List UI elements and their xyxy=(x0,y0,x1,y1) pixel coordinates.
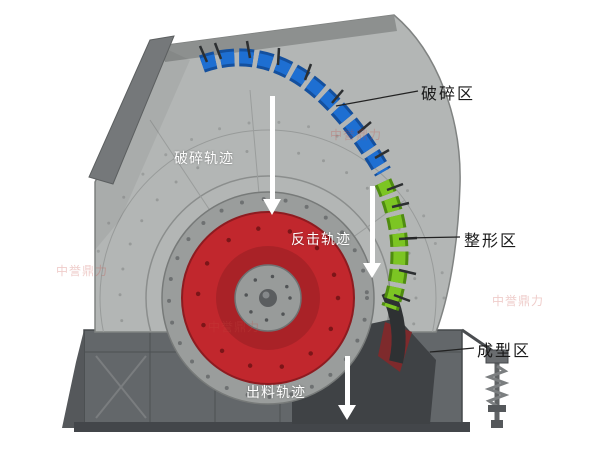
housing-bolt-ring-2 xyxy=(95,120,446,332)
label-impact-trajectory: 反击轨迹 xyxy=(291,231,351,247)
rotor-hammer-pins xyxy=(195,225,341,371)
base-foot-strip xyxy=(74,422,470,432)
feed-chute-plate xyxy=(88,35,175,185)
label-discharge-trajectory: 出料轨迹 xyxy=(246,384,306,400)
leader-forming-zone xyxy=(429,347,475,353)
arrow-discharge-shaft xyxy=(345,356,350,406)
leader-shaping-zone xyxy=(404,236,461,239)
base-left-leg xyxy=(62,330,84,428)
tension-rod-nut xyxy=(485,349,509,364)
housing-left-shade xyxy=(95,46,190,250)
label-shaping-zone: 整形区 xyxy=(464,233,519,250)
arrow-discharge-head xyxy=(338,405,356,420)
housing-seam-circle-outer xyxy=(99,129,437,332)
tension-rod-spring xyxy=(484,364,510,408)
leader-crushing-zone xyxy=(335,90,419,107)
arrow-impact-head xyxy=(363,263,381,278)
rotor-backing-bolts xyxy=(167,197,369,399)
label-crushing-zone: 破碎区 xyxy=(421,86,476,103)
shaping-liner-segments xyxy=(377,179,406,310)
crushing-liner-bolt-pins xyxy=(198,40,390,160)
rotor-assembly xyxy=(161,191,375,405)
arrow-crushing-shaft xyxy=(270,96,275,200)
tension-rod-end-nut xyxy=(491,420,503,428)
crushing-liner-segments xyxy=(200,51,389,176)
housing-bolt-ring-1 xyxy=(118,148,418,332)
base-cross-brace xyxy=(95,355,147,419)
arrow-impact-shaft xyxy=(370,186,375,264)
tension-rod-assembly xyxy=(461,328,510,428)
trajectory-arrows xyxy=(263,96,381,420)
rotor-shaft-highlight xyxy=(262,291,270,299)
arrow-crushing-head xyxy=(263,199,281,215)
crushing-liner-arc xyxy=(198,40,391,177)
rotor-shaft xyxy=(259,289,277,307)
rotor-hub-bolts xyxy=(244,274,292,322)
label-forming-zone: 成型区 xyxy=(477,343,532,360)
label-crushing-trajectory: 破碎轨迹 xyxy=(174,150,234,166)
tension-rod-washer xyxy=(488,405,506,412)
leader-lines xyxy=(335,90,475,353)
